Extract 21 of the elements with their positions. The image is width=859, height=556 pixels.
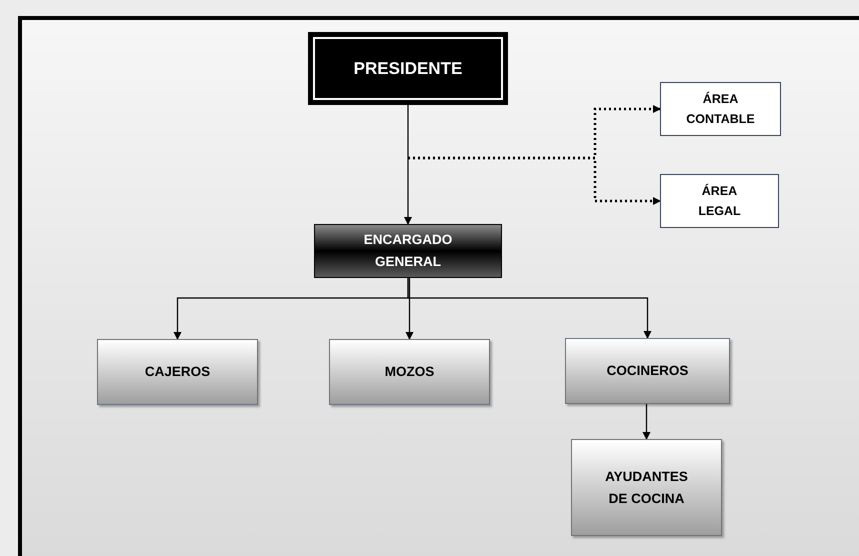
org-box <box>314 224 502 278</box>
arrow <box>642 404 650 440</box>
org-box <box>571 439 722 536</box>
arrow <box>404 105 412 225</box>
box-label: ÁREA LEGAL <box>697 182 742 220</box>
box-label: CAJEROS <box>144 363 210 382</box>
org-box <box>329 339 490 405</box>
box-label: AYUDANTES DE COCINA <box>604 468 689 508</box>
dotted-arrow <box>408 156 661 205</box>
arrow <box>407 278 652 339</box>
org-box <box>565 338 730 404</box>
box-label: COCINEROS <box>606 362 688 380</box>
org-box <box>660 174 779 228</box>
box-label: PRESIDENTE <box>354 58 462 80</box>
org-box <box>97 339 258 405</box>
org-box <box>660 82 781 136</box>
arrow <box>406 278 414 340</box>
box-label: MOZOS <box>384 363 434 382</box>
box-label: ÁREA CONTABLE <box>686 90 755 128</box>
org-box <box>308 32 508 105</box>
box-label: ENCARGADO GENERAL <box>362 231 454 271</box>
